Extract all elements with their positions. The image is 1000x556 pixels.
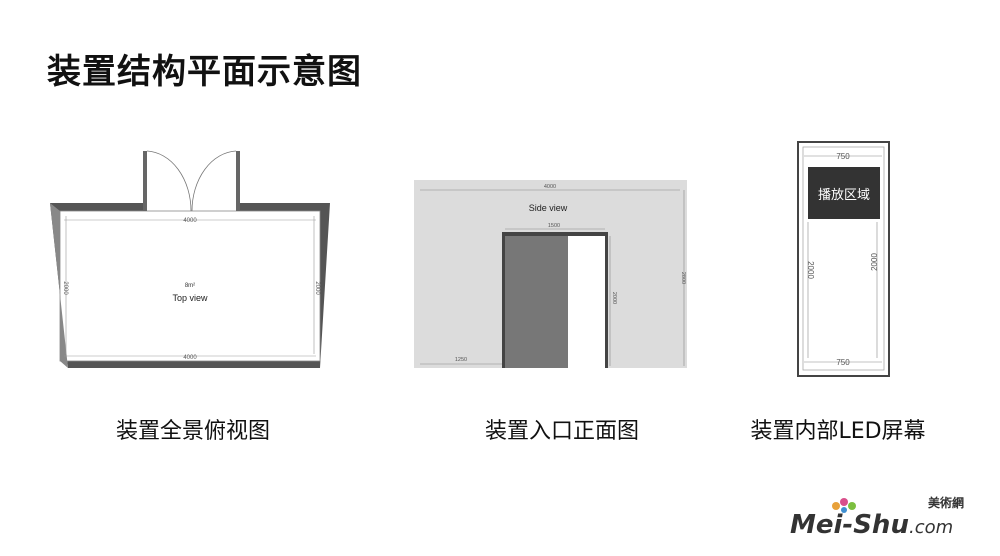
led-view-diagram: 750 播放区域 2000 2000 750 bbox=[797, 141, 890, 377]
top-view-wall-shade bbox=[50, 203, 68, 368]
top-view-diagram: 4000 4000 2000 2000 8m² Top view bbox=[50, 150, 330, 368]
door-panel-open bbox=[505, 236, 568, 368]
door-right-leaf bbox=[236, 151, 240, 211]
top-view-caption: 装置全景俯视图 bbox=[115, 419, 271, 444]
top-view-dim-bottom: 4000 bbox=[183, 355, 197, 361]
side-view-label: Side view bbox=[529, 203, 568, 213]
side-view-caption: 装置入口正面图 bbox=[484, 419, 640, 444]
led-screen bbox=[808, 167, 880, 219]
led-inner-frame bbox=[802, 146, 885, 371]
side-view-diagram: 4000 2800 Side view 1500 2000 1250 bbox=[414, 180, 687, 368]
watermark-logo: 美術網 Mei-Shu.com bbox=[786, 492, 986, 542]
watermark-cn: 美術網 bbox=[928, 496, 965, 510]
top-view-label: Top view bbox=[172, 293, 208, 303]
side-view-dim-height: 2800 bbox=[680, 272, 686, 284]
led-dim-top: 750 bbox=[836, 152, 850, 161]
top-view-dim-top: 4000 bbox=[183, 218, 197, 224]
watermark-en-suffix: .com bbox=[908, 517, 954, 538]
side-view-dim-width: 4000 bbox=[544, 184, 556, 190]
top-view-dim-right: 2000 bbox=[314, 281, 320, 295]
led-screen-label: 播放区域 bbox=[818, 187, 870, 202]
top-view-area: 8m² bbox=[185, 283, 195, 289]
door-panel-light bbox=[568, 236, 605, 368]
top-view-floor bbox=[59, 210, 321, 362]
led-view-caption: 装置内部LED屏幕 bbox=[750, 419, 926, 444]
door-left-leaf bbox=[143, 151, 147, 211]
page-title: 装置结构平面示意图 bbox=[47, 52, 362, 92]
side-view-dim-door: 1500 bbox=[548, 223, 560, 229]
logo-flower-icon bbox=[832, 498, 856, 513]
led-dim-left: 2000 bbox=[806, 261, 815, 279]
led-dim-right: 2000 bbox=[870, 253, 879, 271]
led-dim-bottom: 750 bbox=[836, 358, 850, 367]
door-left-swing bbox=[146, 150, 192, 212]
watermark-en-main: Mei-Shu bbox=[790, 510, 909, 540]
door-right-swing bbox=[191, 150, 237, 212]
side-view-dim-door-height: 2000 bbox=[611, 292, 617, 304]
side-view-dim-offset: 1250 bbox=[455, 357, 467, 363]
top-view-dim-left: 2000 bbox=[62, 281, 68, 295]
